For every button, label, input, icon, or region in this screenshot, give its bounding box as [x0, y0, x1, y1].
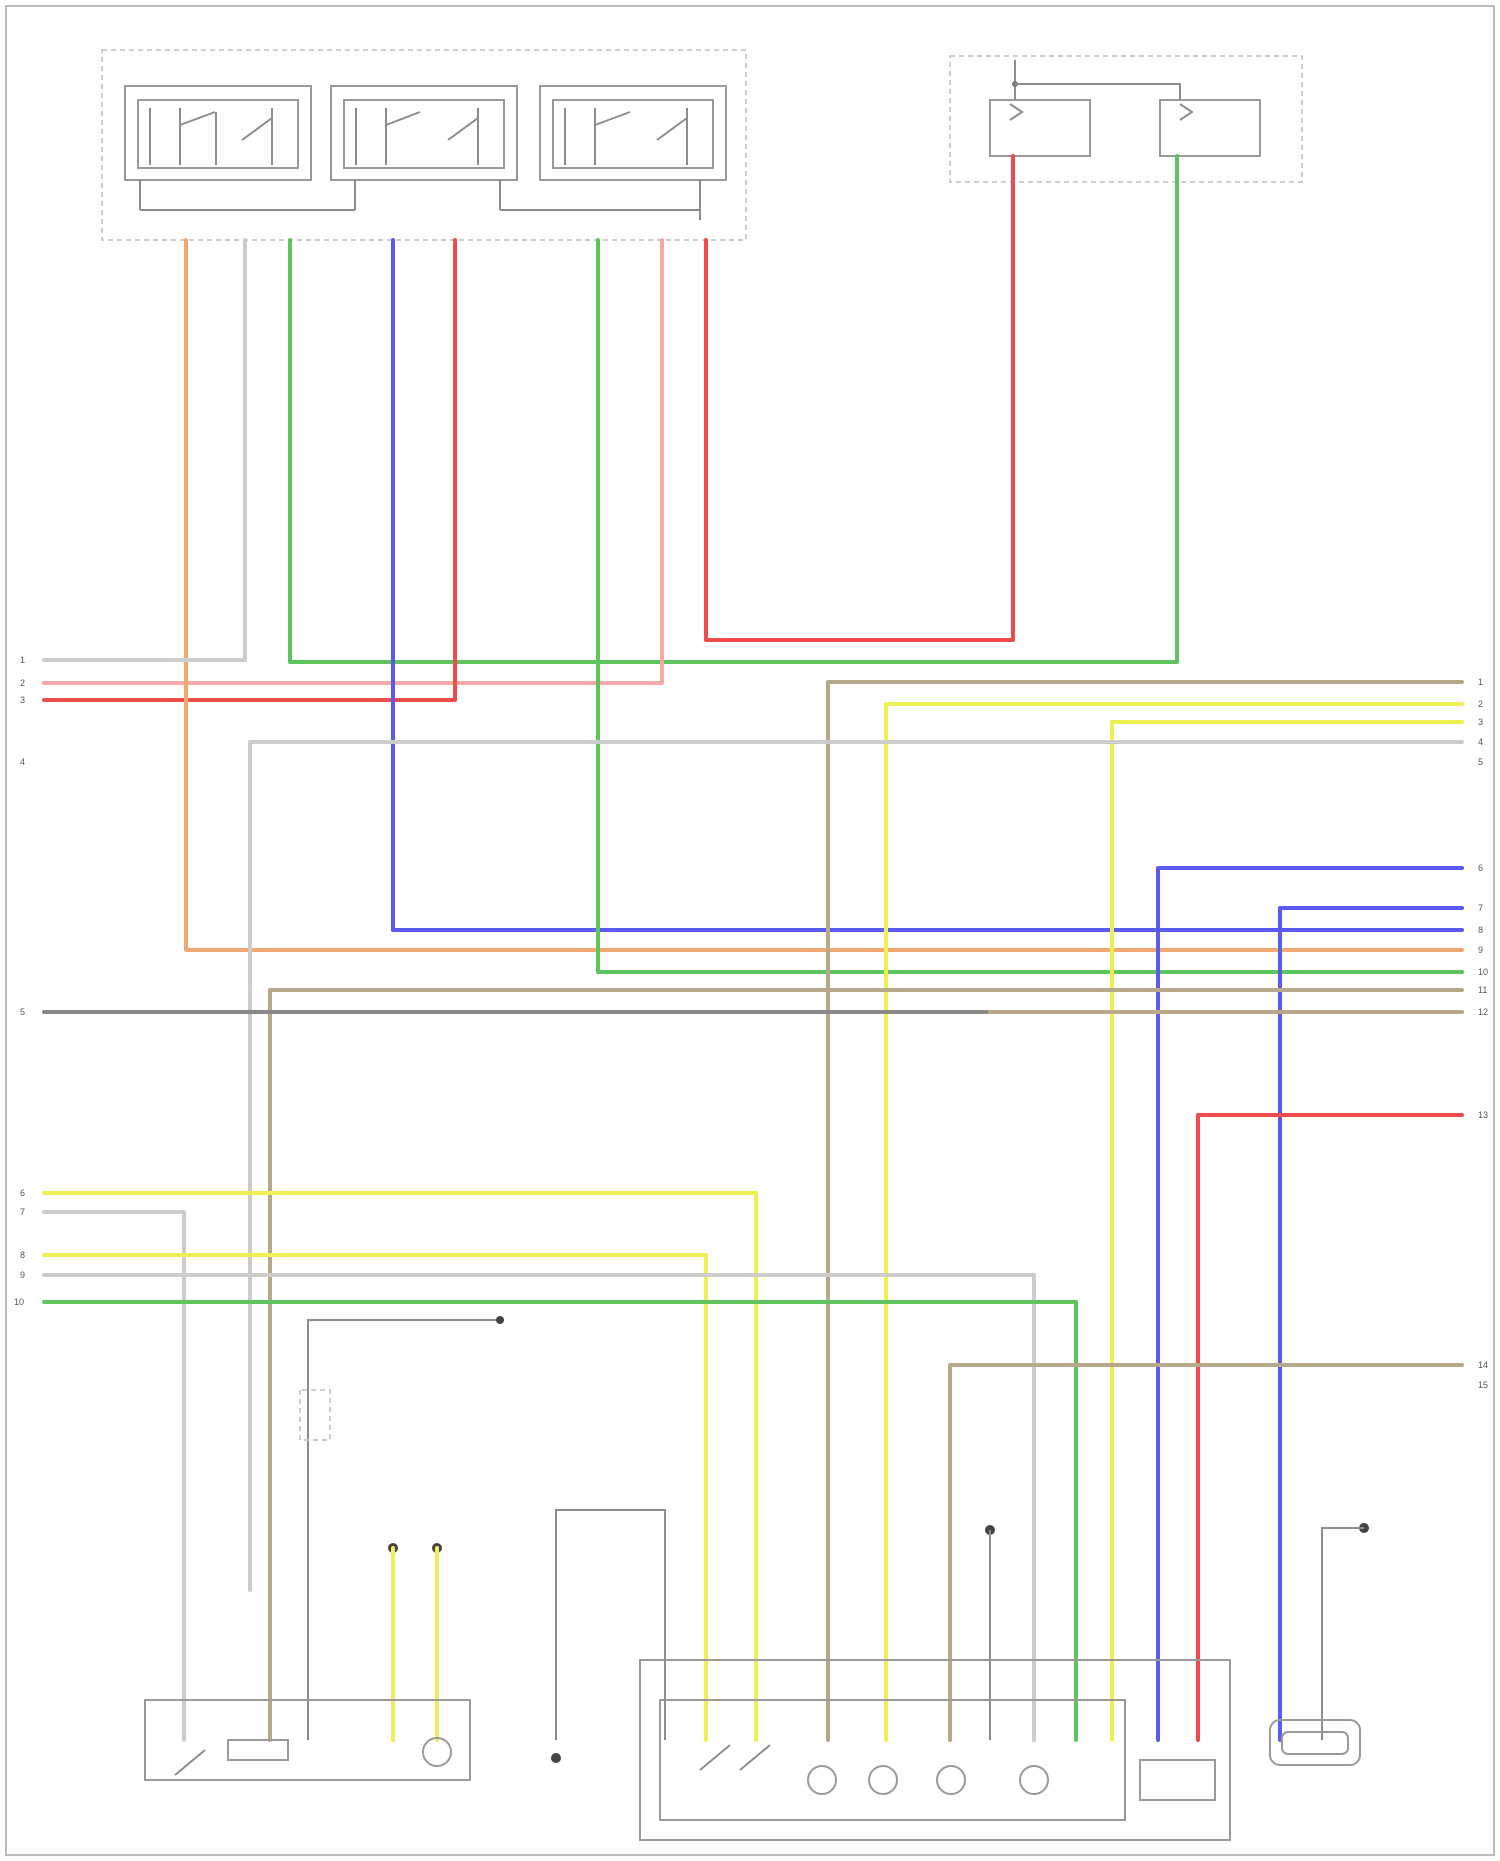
- svg-text:13: 13: [1478, 1110, 1488, 1120]
- right-connector: 1 2 3 4 5 6 7 8 9 10 11 12 13 14 15: [1478, 677, 1488, 1390]
- wire-blue-2: [1158, 868, 1462, 1740]
- wire-gray-1: [44, 240, 245, 660]
- svg-text:10: 10: [14, 1297, 24, 1307]
- svg-text:7: 7: [1478, 903, 1483, 913]
- wire-yellow-2: [1112, 722, 1462, 1740]
- wire-blue-3: [1280, 908, 1462, 1740]
- svg-text:2: 2: [20, 678, 25, 688]
- svg-text:5: 5: [20, 1007, 25, 1017]
- svg-text:12: 12: [1478, 1007, 1488, 1017]
- svg-text:4: 4: [20, 757, 25, 767]
- svg-text:9: 9: [20, 1270, 25, 1280]
- wire-tan-4: [950, 1365, 1462, 1740]
- svg-text:6: 6: [20, 1188, 25, 1198]
- svg-text:5: 5: [1478, 757, 1483, 767]
- svg-text:10: 10: [1478, 967, 1488, 977]
- svg-text:8: 8: [1478, 925, 1483, 935]
- svg-text:9: 9: [1478, 945, 1483, 955]
- relay-3: [540, 86, 726, 180]
- svg-text:11: 11: [1478, 985, 1487, 995]
- svg-text:15: 15: [1478, 1380, 1488, 1390]
- wire-green-3: [44, 1302, 1076, 1740]
- left-connector: 1 2 3 4 5 6 7 8 9 10: [14, 655, 25, 1307]
- bottom-center-component: [640, 1660, 1230, 1840]
- svg-text:2: 2: [1478, 699, 1483, 709]
- wire-red-1: [706, 156, 1013, 640]
- svg-text:4: 4: [1478, 737, 1483, 747]
- fuse-block: [950, 56, 1302, 182]
- svg-text:3: 3: [20, 695, 25, 705]
- wire-yellow-4: [44, 1255, 706, 1740]
- wire-orange-1: [186, 240, 1462, 950]
- svg-text:1: 1: [1478, 677, 1483, 687]
- wire-green-2: [598, 240, 1462, 972]
- ground-splice: [300, 1316, 1369, 1763]
- svg-text:6: 6: [1478, 863, 1483, 873]
- relay-block: [102, 50, 746, 240]
- svg-text:7: 7: [20, 1207, 25, 1217]
- bottom-right-component: [1270, 1720, 1360, 1765]
- relay-2: [331, 86, 517, 180]
- wire-red-3: [1198, 1115, 1462, 1740]
- wire-pink-1: [44, 240, 662, 683]
- wire-gray-3: [44, 1212, 184, 1740]
- wire-blue-1: [393, 240, 1462, 930]
- svg-text:8: 8: [20, 1250, 25, 1260]
- svg-text:3: 3: [1478, 717, 1483, 727]
- svg-text:14: 14: [1478, 1360, 1488, 1370]
- relay-1: [125, 86, 311, 180]
- wire-green-1: [290, 156, 1177, 662]
- svg-text:1: 1: [20, 655, 25, 665]
- wire-yellow-1: [886, 704, 1462, 1740]
- wire-tan-1: [828, 682, 1462, 1740]
